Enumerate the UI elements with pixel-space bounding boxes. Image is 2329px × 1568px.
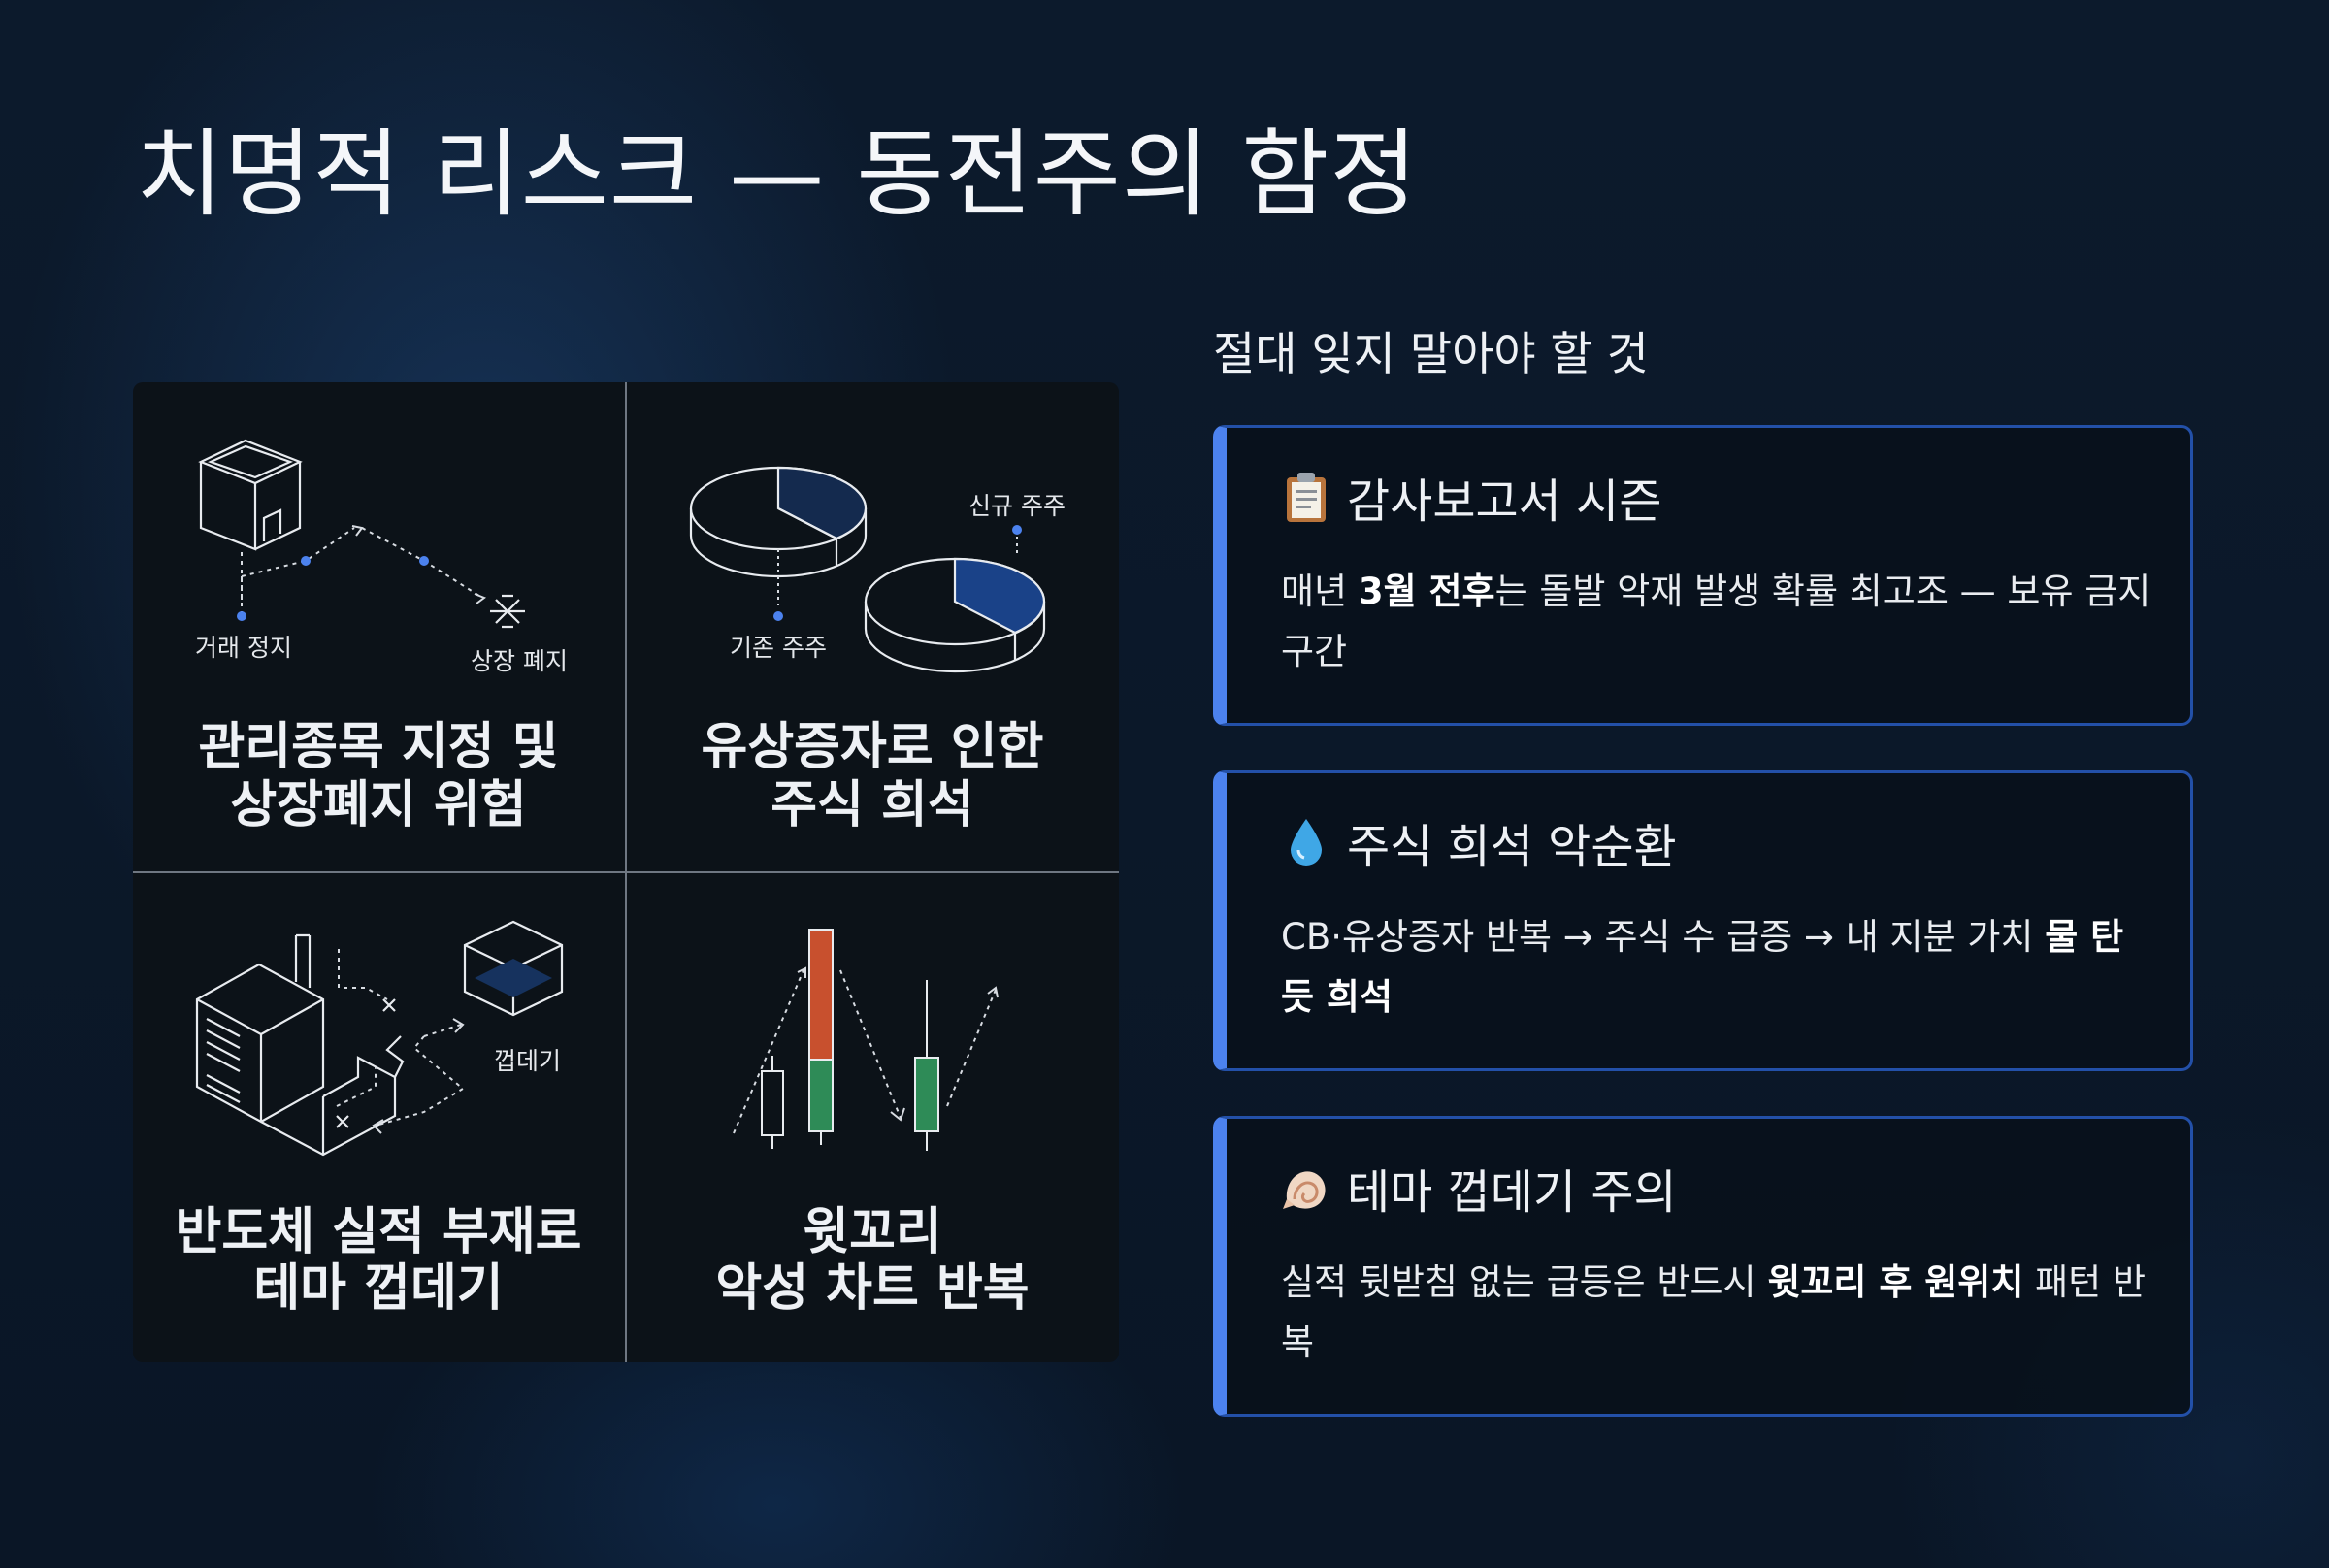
grid-divider-horizontal — [133, 871, 1119, 873]
card-body-text: 매년 — [1281, 571, 1359, 612]
risk-title-line1: 윗꼬리 — [803, 1203, 942, 1261]
card-body-highlight: 3월 전후 — [1358, 571, 1495, 612]
risk-title-line2: 상장폐지 위험 — [230, 776, 527, 834]
label-trading-halt: 거래 정지 — [195, 634, 292, 662]
risk-cell-delisting: 거래 정지 상장 폐지 관리종목 지정 및 상장폐지 위험 — [133, 382, 624, 870]
card-title: 테마 껍데기 주의 — [1347, 1165, 1677, 1220]
warning-card-theme-shell: 테마 껍데기 주의 실적 뒷받침 없는 급등은 반드시 윗꼬리 후 원위치 패턴… — [1213, 1116, 2193, 1417]
risk-title-line2: 테마 껍데기 — [253, 1259, 504, 1318]
card-heading: 감사보고서 시즌 — [1281, 463, 1661, 531]
warning-card-dilution: 주식 희석 악순환 CB·유상증자 반복 → 주식 수 급증 → 내 지분 가치… — [1213, 770, 2193, 1071]
shell-icon — [1281, 1160, 1331, 1215]
risk-grid: 거래 정지 상장 폐지 관리종목 지정 및 상장폐지 위험 — [133, 382, 1119, 1362]
risk-cell-theme-shell: 껍데기 반도체 실적 부재로 테마 껍데기 — [133, 873, 624, 1361]
candlestick-illustration — [733, 929, 999, 1151]
card-body-text: 는 돌발 악재 발생 확률 최고조 — 보유 금지 구간 — [1281, 571, 2151, 672]
risk-cell-upper-wick: 윗꼬리 악성 차트 반복 — [627, 873, 1118, 1361]
page-title: 치명적 리스크 — 동전주의 함정 — [136, 119, 1419, 230]
card-body: 실적 뒷받침 없는 급등은 반드시 윗꼬리 후 원위치 패턴 반복 — [1281, 1253, 2154, 1373]
card-body-highlight: 윗꼬리 후 원위치 — [1767, 1261, 2024, 1303]
dilution-pie-illustration — [689, 466, 1046, 673]
risk-title-line1: 유상증자로 인한 — [701, 718, 1044, 776]
card-body-highlight: 물 탄 듯 희석 — [1281, 916, 2124, 1018]
delisting-illustration — [198, 439, 525, 629]
card-title: 감사보고서 시즌 — [1347, 474, 1662, 529]
label-delisting: 상장 폐지 — [471, 647, 568, 675]
label-shell: 껍데기 — [494, 1047, 562, 1075]
risk-cell-dilution: 기존 주주 신규 주주 유상증자로 인한 주식 희석 — [627, 382, 1118, 870]
card-body-text: 패턴 반복 — [1281, 1261, 2147, 1363]
section-label: 절대 잊지 말아야 할 것 — [1213, 328, 1649, 381]
card-body: CB·유상증자 반복 → 주식 수 급증 → 내 지분 가치 물 탄 듯 희석 — [1281, 907, 2154, 1028]
card-heading: 테마 껍데기 주의 — [1281, 1154, 1677, 1222]
card-title: 주식 희석 악순환 — [1347, 820, 1677, 874]
risk-title-line2: 주식 희석 — [771, 776, 974, 834]
droplet-icon — [1281, 815, 1331, 869]
factory-shell-illustration — [195, 920, 564, 1157]
warning-card-audit-season: 감사보고서 시즌 매년 3월 전후는 돌발 악재 발생 확률 최고조 — 보유 … — [1213, 425, 2193, 726]
risk-title-line1: 반도체 실적 부재로 — [175, 1203, 582, 1261]
card-body-text: CB·유상증자 반복 → 주식 수 급증 → 내 지분 가치 — [1281, 916, 2046, 958]
card-body: 매년 3월 전후는 돌발 악재 발생 확률 최고조 — 보유 금지 구간 — [1281, 562, 2154, 682]
label-new-shareholders: 신규 주주 — [968, 492, 1066, 520]
label-existing-shareholders: 기존 주주 — [730, 634, 827, 662]
card-heading: 주식 희석 악순환 — [1281, 808, 1677, 876]
card-body-text: 실적 뒷받침 없는 급등은 반드시 — [1281, 1261, 1768, 1303]
risk-title-line1: 관리종목 지정 및 — [198, 718, 559, 776]
risk-title-line2: 악성 차트 반복 — [715, 1259, 1030, 1318]
clipboard-icon — [1281, 470, 1331, 524]
